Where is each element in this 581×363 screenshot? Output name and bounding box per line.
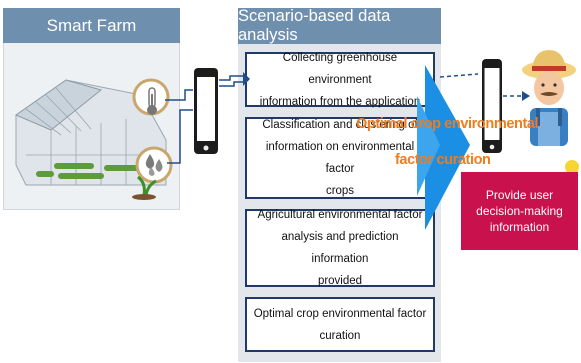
decision-line3: information <box>489 220 550 234</box>
dashed-connector <box>439 73 479 78</box>
step-collect-line2: information from the application <box>259 95 421 108</box>
step-analysis-line1: Agricultural environmental factor <box>257 209 423 221</box>
smartphone-icon <box>194 68 218 154</box>
step-curation-line1: Optimal crop environmental factor <box>253 307 427 320</box>
farmer-avatar <box>522 50 576 146</box>
thermometer-icon <box>147 87 157 115</box>
step-collect: Collecting greenhouse environment inform… <box>245 52 435 108</box>
step-classify-line2: information on environmental factor <box>265 141 415 175</box>
step-analysis-line3: provided <box>317 275 363 287</box>
overlay-curation-line1: Optimal crop environmental <box>356 116 539 132</box>
step-analysis: Agricultural environmental factor analys… <box>245 209 435 287</box>
step-analysis-line2: analysis and prediction information <box>281 231 399 265</box>
step-collect-line1: Collecting greenhouse environment <box>282 51 398 86</box>
greenhouse-image <box>6 45 175 205</box>
water-drops-icon <box>145 154 163 176</box>
overlay-curation-line2: factor curation <box>395 152 491 168</box>
step-classify-line3: crops <box>325 185 355 197</box>
smartphone-right-icon <box>482 59 502 153</box>
step-classify-line1: Classification and clustering of <box>262 119 418 131</box>
decision-info-box: Provide user decision-making information <box>461 172 578 250</box>
step-classify: Classification and clustering of informa… <box>245 117 435 199</box>
decision-line1: Provide user <box>485 188 554 202</box>
step-curation: Optimal crop environmental factor curati… <box>245 297 435 352</box>
smart-farm-title: Smart Farm <box>3 8 180 43</box>
step-curation-line2: curation <box>319 329 361 342</box>
scenario-title: Scenario-based data analysis <box>238 7 441 44</box>
decision-line2: decision-making <box>476 204 563 218</box>
